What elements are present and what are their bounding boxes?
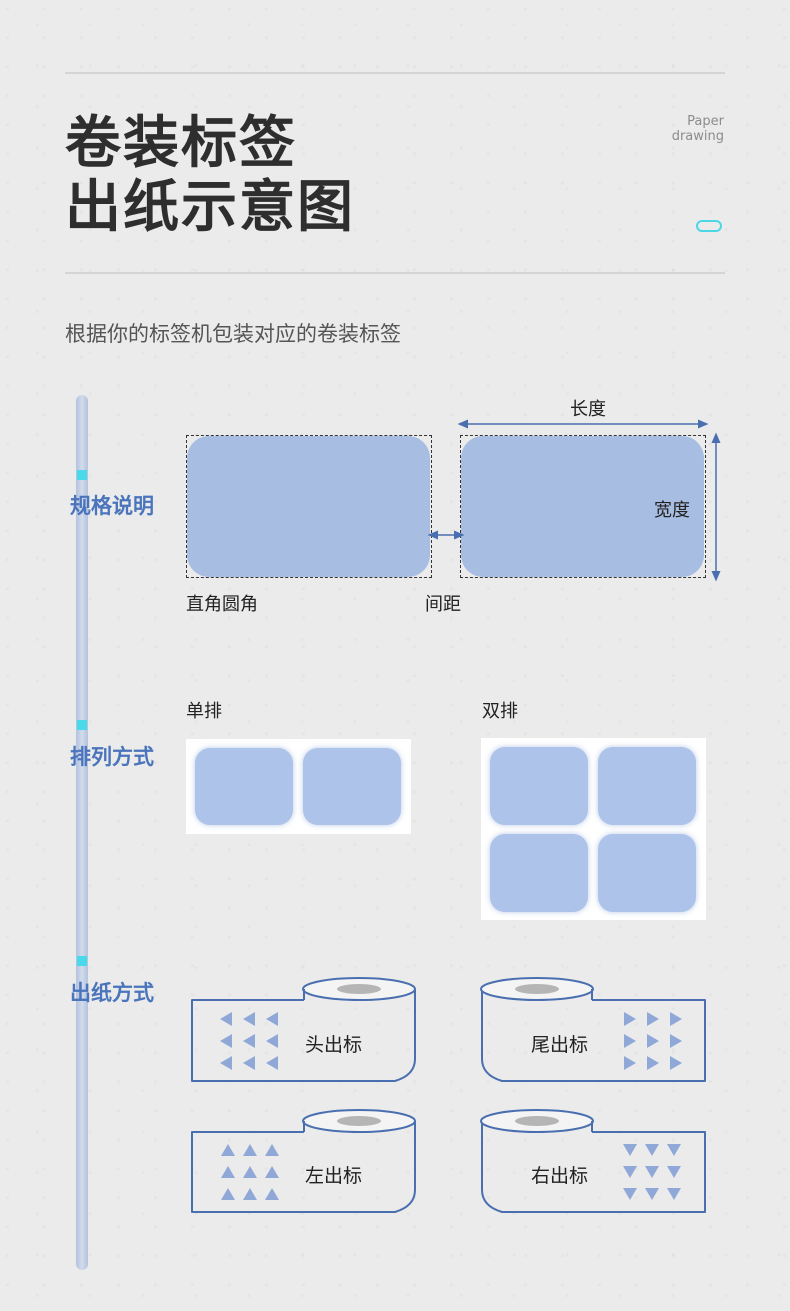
- tag-line2: drawing: [671, 129, 724, 144]
- double-row-panel: [481, 738, 706, 920]
- single-row-cell: [303, 748, 401, 825]
- single-row-cell: [195, 748, 293, 825]
- size-outline-dashed: [460, 435, 706, 578]
- gap-label: 间距: [425, 594, 461, 615]
- tail-out-label: 尾出标: [531, 1034, 589, 1056]
- double-row-cell: [598, 747, 696, 825]
- top-divider: [65, 72, 725, 74]
- bottom-divider: [65, 272, 725, 274]
- label-card-right: [461, 436, 704, 577]
- section-title-output: 出纸方式: [70, 981, 154, 1005]
- tag-line1: Paper: [687, 114, 724, 129]
- paper-drawing-tag: Paper drawing: [672, 114, 724, 144]
- timeline-marker-output: [77, 956, 87, 966]
- roll-left-out: [191, 1109, 416, 1213]
- left-out-label: 左出标: [305, 1165, 363, 1187]
- roll-head-out: [191, 977, 416, 1082]
- pill-decoration: [696, 220, 722, 232]
- left-arrow-icons: [220, 1012, 278, 1070]
- double-row-cell: [490, 747, 588, 825]
- right-out-label: 右出标: [531, 1165, 589, 1187]
- timeline-bar: [76, 395, 88, 1270]
- corner-outline-dashed: [186, 435, 432, 578]
- corner-label: 直角圆角: [186, 594, 258, 615]
- width-label: 宽度: [654, 500, 690, 521]
- section-title-spec: 规格说明: [70, 494, 154, 518]
- up-arrow-icons: [221, 1144, 279, 1200]
- roll-tail-out: [480, 977, 706, 1082]
- roll-right-out: [480, 1109, 706, 1213]
- double-row-label: 双排: [482, 701, 518, 722]
- down-arrow-icons: [623, 1144, 681, 1200]
- length-label: 长度: [570, 399, 606, 420]
- timeline-marker-spec: [77, 470, 87, 480]
- head-out-label: 头出标: [305, 1034, 363, 1056]
- double-row-cell: [490, 834, 588, 912]
- page-subtitle: 根据你的标签机包装对应的卷装标签: [65, 322, 401, 346]
- label-card-left: [187, 436, 430, 577]
- single-row-panel: [186, 739, 411, 834]
- timeline-marker-arrangement: [77, 720, 87, 730]
- page-title-line2: 出纸示意图: [65, 175, 355, 240]
- page-title-line1: 卷装标签: [65, 111, 297, 176]
- section-title-arrangement: 排列方式: [70, 745, 154, 769]
- single-row-label: 单排: [186, 701, 222, 722]
- right-arrow-icons: [624, 1012, 682, 1070]
- double-row-cell: [598, 834, 696, 912]
